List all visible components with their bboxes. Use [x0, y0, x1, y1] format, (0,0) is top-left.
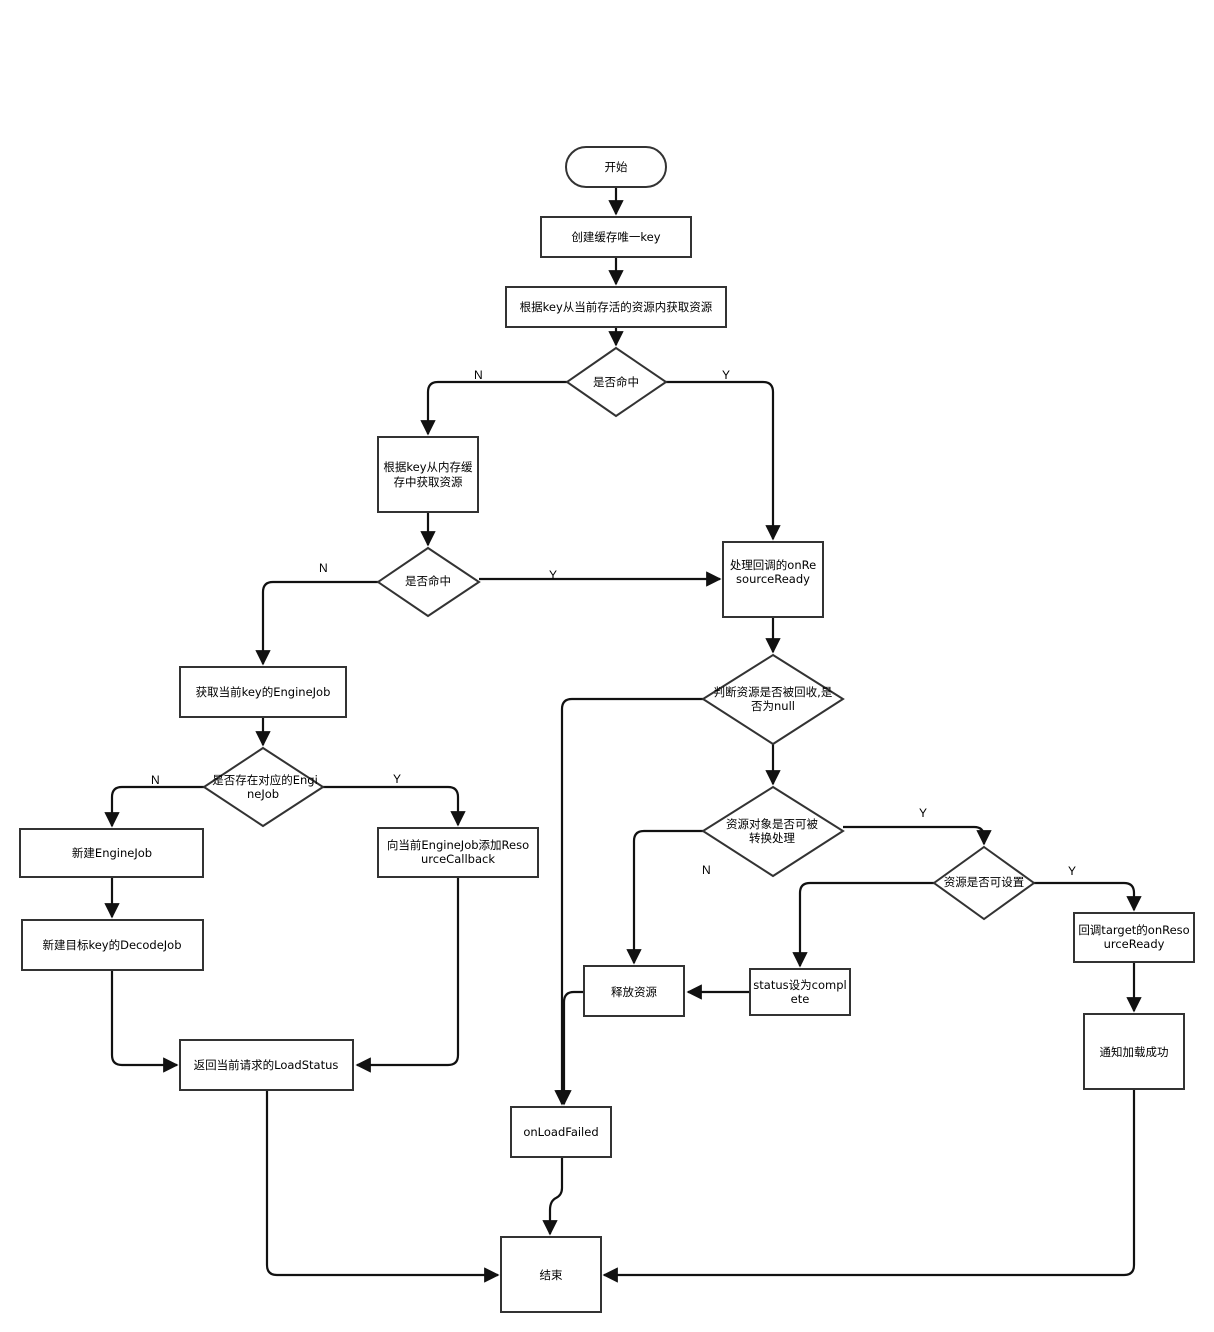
new-engine-job-node: 新建EngineJob [19, 828, 204, 878]
get-active-resource-label: 根据key从当前存活的资源内获取资源 [520, 300, 713, 314]
edge-label-convertible-n: N [702, 863, 711, 877]
convertible-decision: 资源对象是否可被 转换处理 [701, 785, 845, 878]
edge-label-exists-y: Y [393, 772, 401, 786]
edge-label-hit1-n: N [474, 368, 483, 382]
hit-decision-2-label: 是否命中 [405, 574, 451, 588]
convertible-label-line2: 转换处理 [749, 831, 795, 845]
new-engine-job-label: 新建EngineJob [72, 846, 152, 860]
hit-decision-1-label: 是否命中 [593, 375, 639, 389]
edge-return-status-to-end [265, 1090, 500, 1283]
nodes: 开始 创建缓存唯一key 根据key从当前存活的资源内获取资源 是否命中 根据k… [19, 146, 1195, 1313]
on-load-failed-node: onLoadFailed [510, 1106, 612, 1158]
add-resource-callback-label-line1: 向当前EngineJob添加Reso [387, 838, 529, 852]
edge-labels: N Y N Y N Y Y N Y [151, 368, 1076, 878]
edge-label-exists-n: N [151, 773, 160, 787]
hit-decision-2: 是否命中 [376, 546, 481, 618]
is-recycled-decision: 判断资源是否被回收,是 否为null [701, 653, 845, 746]
engine-job-exists-label-line1: 是否存在对应的Engi [212, 773, 318, 787]
edge-label-hit2-n: N [319, 561, 328, 575]
release-resource-node: 释放资源 [583, 965, 685, 1017]
new-decode-job-node: 新建目标key的DecodeJob [21, 919, 204, 971]
get-active-resource-node: 根据key从当前存活的资源内获取资源 [505, 286, 727, 328]
on-resource-ready-label-line2: sourceReady [736, 572, 810, 586]
edge-label-convertible-y: Y [919, 806, 927, 820]
add-resource-callback-node: 向当前EngineJob添加Reso urceCallback [377, 827, 539, 878]
start-node: 开始 [565, 146, 667, 188]
new-decode-job-label: 新建目标key的DecodeJob [42, 938, 181, 952]
get-memory-cache-node: 根据key从内存缓 存中获取资源 [377, 436, 479, 513]
end-node: 结束 [500, 1236, 602, 1313]
settable-label: 资源是否可设置 [944, 875, 1025, 889]
edge-hit1-yes [666, 380, 781, 541]
status-complete-label-line2: ete [791, 992, 810, 1006]
target-callback-label-line1: 回调target的onReso [1078, 923, 1189, 937]
edge-label-hit1-y: Y [722, 368, 730, 382]
on-resource-ready-label-line1: 处理回调的onRe [730, 558, 816, 572]
settable-decision: 资源是否可设置 [932, 845, 1036, 921]
edge-label-hit2-y: Y [549, 568, 557, 582]
hit-decision-1: 是否命中 [565, 346, 668, 418]
status-complete-label-line1: status设为compl [753, 978, 846, 992]
engine-job-exists-decision: 是否存在对应的Engi neJob [202, 746, 325, 828]
convertible-label-line1: 资源对象是否可被 [726, 817, 818, 831]
release-resource-label: 释放资源 [611, 985, 657, 999]
edge-exists-no [104, 785, 204, 828]
edge-hit2-no [255, 580, 378, 666]
is-recycled-label-line1: 判断资源是否被回收,是 [714, 685, 833, 699]
edges [104, 187, 1142, 1283]
get-memory-cache-label-line2: 存中获取资源 [394, 475, 463, 489]
target-callback-label-line2: urceReady [1104, 937, 1165, 951]
edge-convertible-yes [843, 825, 992, 846]
edge-add-callback-to-return-status [355, 877, 460, 1073]
target-callback-node: 回调target的onReso urceReady [1073, 912, 1195, 963]
edge-release-to-on-load-failed [556, 990, 584, 1106]
edge-is-recycled-to-on-load-failed [554, 697, 703, 1106]
on-resource-ready-node: 处理回调的onRe sourceReady [722, 541, 824, 618]
return-load-status-node: 返回当前请求的LoadStatus [179, 1039, 354, 1091]
return-load-status-label: 返回当前请求的LoadStatus [194, 1058, 339, 1072]
create-key-node: 创建缓存唯一key [540, 216, 692, 258]
get-engine-job-label: 获取当前key的EngineJob [196, 685, 331, 699]
get-engine-job-node: 获取当前key的EngineJob [179, 666, 347, 718]
edge-settable-yes [1034, 881, 1142, 912]
status-complete-node: status设为compl ete [749, 968, 851, 1016]
is-recycled-label-line2: 否为null [751, 699, 795, 713]
edge-convertible-no [626, 829, 703, 965]
create-key-label: 创建缓存唯一key [571, 230, 660, 244]
edge-notify-to-end [602, 1089, 1136, 1283]
on-load-failed-label: onLoadFailed [523, 1125, 598, 1139]
notify-success-node: 通知加载成功 [1083, 1013, 1185, 1090]
edge-label-settable-y: Y [1068, 864, 1076, 878]
edge-settable-no [792, 881, 934, 968]
end-node-label: 结束 [540, 1268, 563, 1282]
start-node-label: 开始 [605, 160, 628, 174]
engine-job-exists-label-line2: neJob [247, 787, 279, 801]
edge-on-load-failed-to-end [542, 1157, 564, 1236]
notify-success-label: 通知加载成功 [1100, 1045, 1169, 1059]
edge-exists-yes [323, 785, 466, 827]
edge-hit1-no [420, 380, 567, 436]
add-resource-callback-label-line2: urceCallback [421, 852, 495, 866]
edge-decode-job-to-return-status [110, 970, 179, 1073]
get-memory-cache-label-line1: 根据key从内存缓 [383, 460, 473, 474]
